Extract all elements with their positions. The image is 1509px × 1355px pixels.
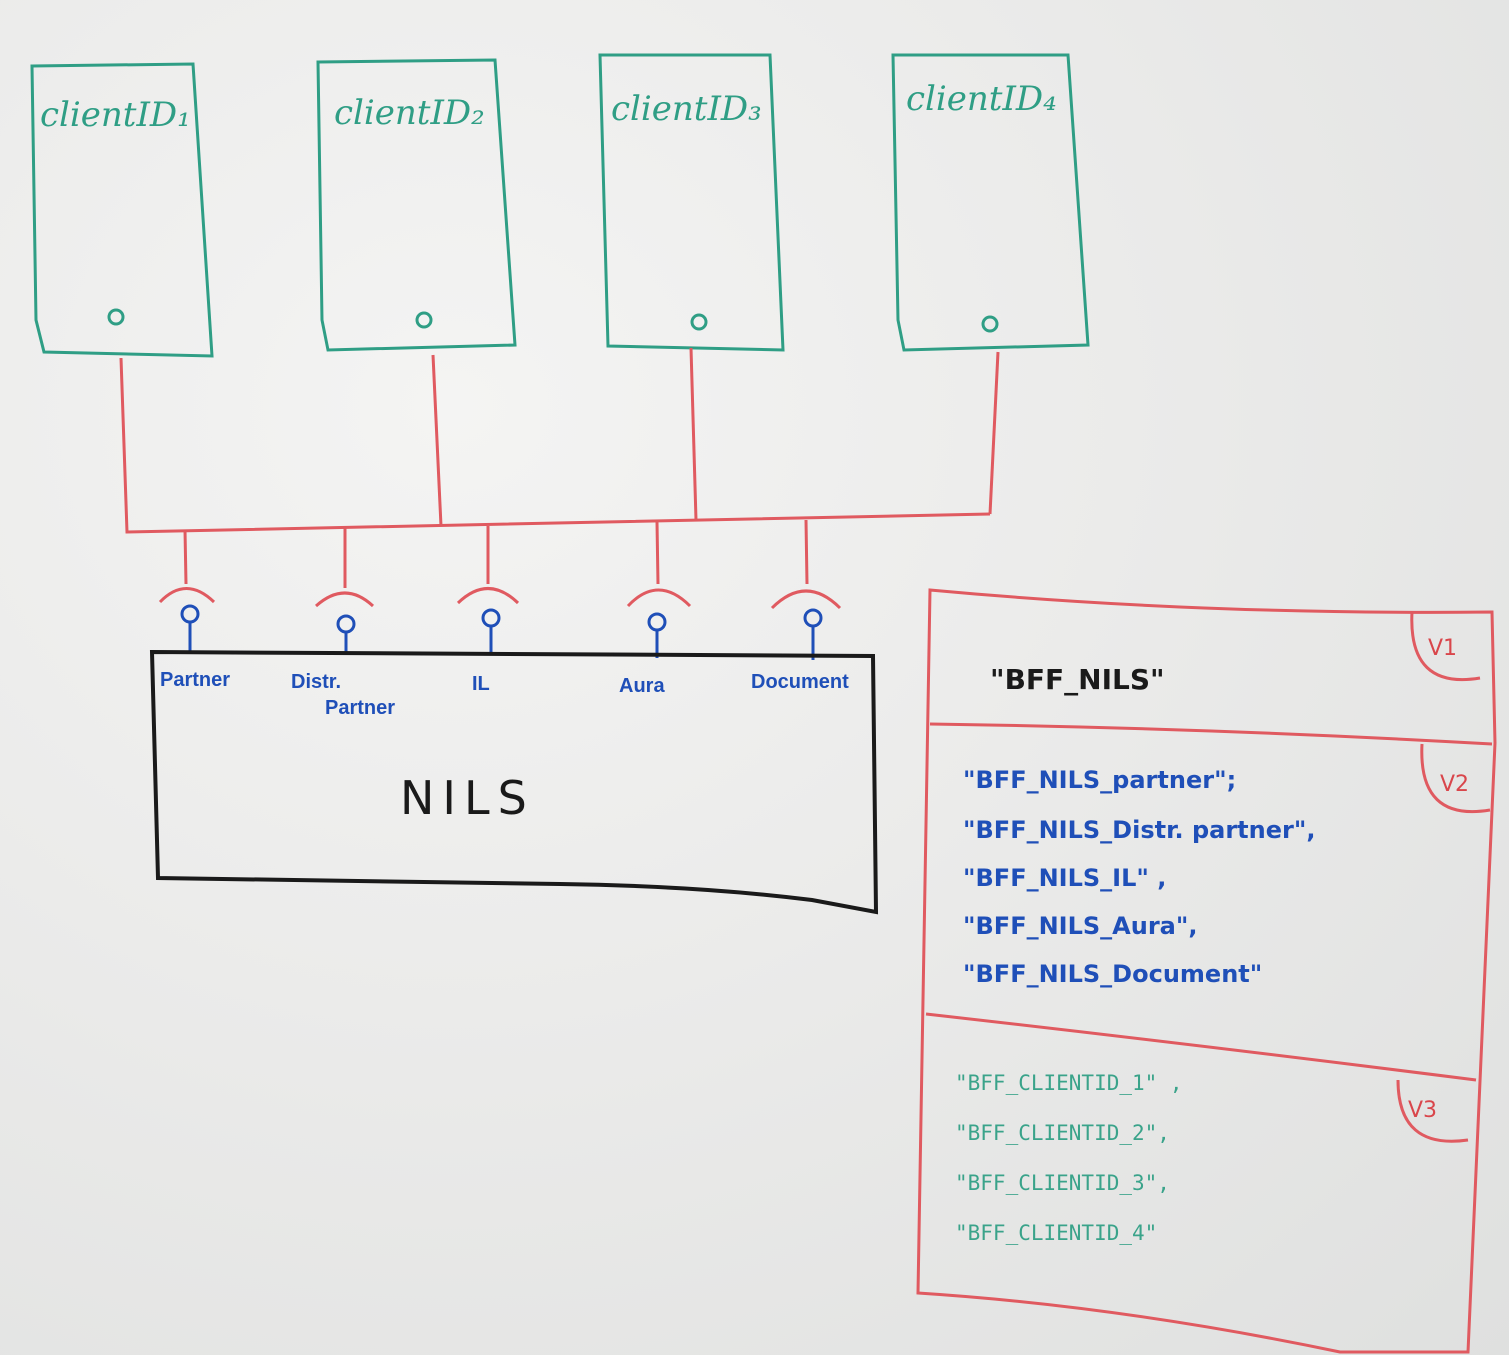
client-box-1: clientID₁ xyxy=(30,62,214,358)
port-label-aura: Aura xyxy=(619,675,665,697)
v1-v2-divider xyxy=(929,722,1493,746)
connection-bus xyxy=(119,347,1000,610)
v3-line-3: "BFF_CLIENTID_3", xyxy=(955,1171,1170,1195)
v3-line-1: "BFF_CLIENTID_1" , xyxy=(955,1071,1183,1095)
v2-line-4: "BFF_NILS_Aura", xyxy=(963,912,1198,940)
v1-line-1: "BFF_NILS" xyxy=(990,663,1165,696)
v2-line-5: "BFF_NILS_Document" xyxy=(963,960,1262,988)
client-port-4 xyxy=(981,315,999,333)
v2-v3-divider xyxy=(925,1012,1477,1082)
nils-box: NILS Partner Distr. Partner IL Aura Docu… xyxy=(149,649,879,915)
port-head-2 xyxy=(336,614,356,634)
client-box-2: clientID₂ xyxy=(316,58,517,352)
v2-line-2: "BFF_NILS_Distr. partner", xyxy=(963,816,1315,844)
client-label-3: clientID₃ xyxy=(611,89,762,129)
v2-tag-mark xyxy=(1420,743,1491,813)
v3-tag: V3 xyxy=(1408,1098,1437,1123)
port-head-1 xyxy=(180,604,200,624)
v3-tag-mark xyxy=(1396,1079,1469,1143)
drop-wire-5 xyxy=(804,519,809,585)
v1-tag-mark xyxy=(1410,611,1481,681)
socket-arc-1 xyxy=(158,587,216,604)
bus-line xyxy=(119,357,991,534)
v3-line-2: "BFF_CLIENTID_2", xyxy=(955,1121,1170,1145)
port-label-partner: Partner xyxy=(160,669,230,691)
versions-panel xyxy=(916,588,1497,1354)
port-label-document: Document xyxy=(751,671,849,693)
nils-label: NILS xyxy=(400,771,535,825)
v2-line-3: "BFF_NILS_IL" , xyxy=(963,864,1166,892)
drop-wire-4 xyxy=(655,521,660,585)
socket-arc-3 xyxy=(456,587,520,605)
port-label-distr: Distr. xyxy=(291,671,341,693)
port-head-3 xyxy=(481,608,501,628)
v3-line-4: "BFF_CLIENTID_4" xyxy=(955,1221,1157,1245)
socket-arc-2 xyxy=(314,591,375,608)
port-label-distr-partner: Partner xyxy=(325,697,395,719)
socket-arc-5 xyxy=(770,589,842,610)
client-port-1 xyxy=(107,308,125,326)
port-head-4 xyxy=(647,612,667,632)
client-box-4: clientID₄ xyxy=(891,53,1090,352)
client-port-3 xyxy=(690,313,708,331)
client-box-3: clientID₃ xyxy=(598,53,785,352)
client-label-4: clientID₄ xyxy=(906,79,1057,119)
client-2-wire xyxy=(431,354,443,527)
client-3-wire xyxy=(689,347,698,521)
v1-tag: V1 xyxy=(1428,636,1457,661)
port-label-il: IL xyxy=(472,673,490,695)
client-label-2: clientID₂ xyxy=(334,93,485,133)
drop-wire-1 xyxy=(183,529,188,585)
port-head-5 xyxy=(803,608,823,628)
versions-outline xyxy=(916,588,1497,1354)
client-4-wire xyxy=(988,351,1000,515)
client-label-1: clientID₁ xyxy=(40,95,191,135)
client-port-2 xyxy=(415,311,433,329)
v2-tag: V2 xyxy=(1440,772,1469,797)
v2-line-1: "BFF_NILS_partner"; xyxy=(963,766,1236,794)
socket-arc-4 xyxy=(626,588,692,608)
